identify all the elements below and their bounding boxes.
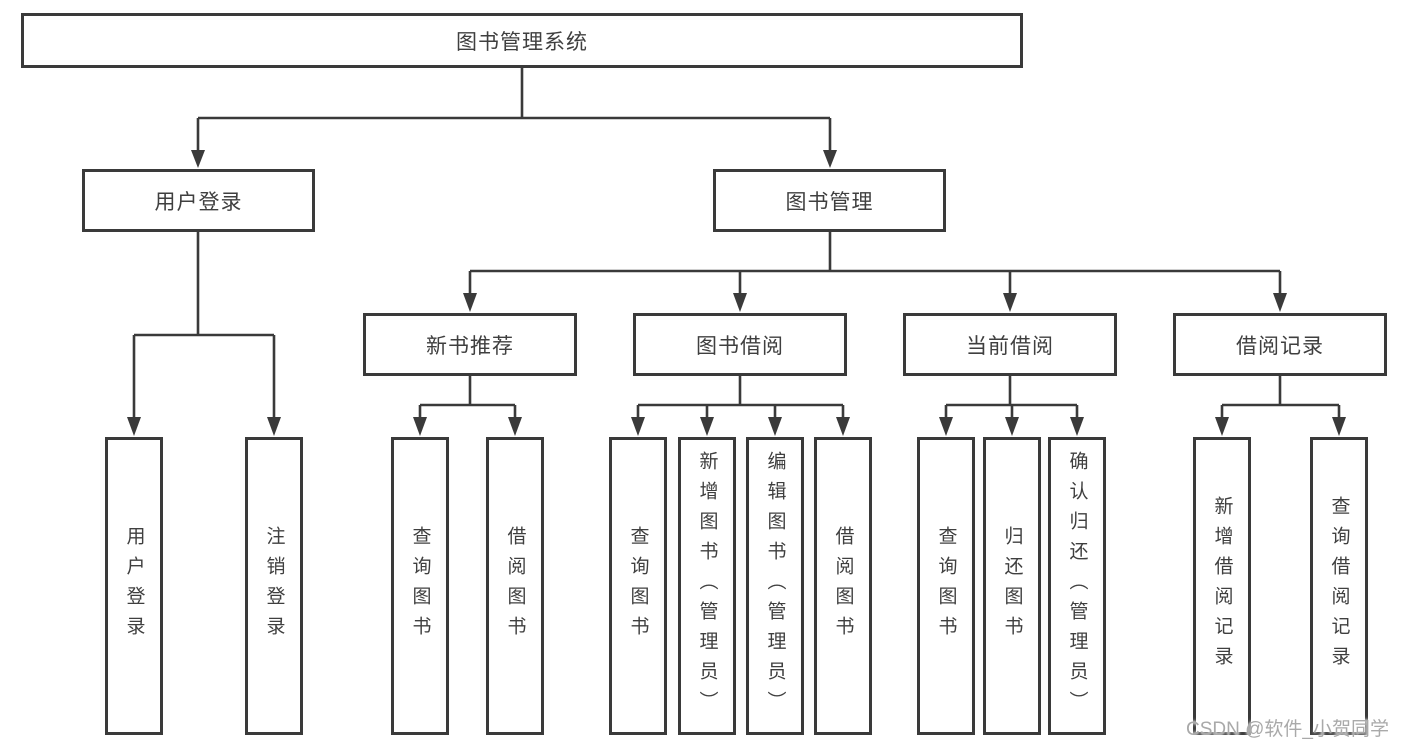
node-user-login-leaf: 用户登录	[105, 437, 163, 735]
watermark: CSDN @软件_小贺同学	[1186, 719, 1389, 740]
node-current-borrowing: 当前借阅	[903, 313, 1117, 376]
node-borrow-books-recommend: 借阅图书	[486, 437, 544, 735]
node-new-book-recommend: 新书推荐	[363, 313, 577, 376]
node-edit-book-admin: 编辑图书（管理员）	[746, 437, 804, 735]
node-query-books-borrowing: 查询图书	[609, 437, 667, 735]
connector-book-management-children	[463, 230, 1287, 312]
connector-user-login-children	[127, 230, 281, 436]
node-confirm-return-admin: 确认归还（管理员）	[1048, 437, 1106, 735]
node-logout: 注销登录	[245, 437, 303, 735]
connector-current-borrowing-children	[939, 374, 1084, 436]
node-query-borrow-record: 查询借阅记录	[1310, 437, 1368, 735]
node-borrowing-records: 借阅记录	[1173, 313, 1387, 376]
connector-root-to-level1	[191, 66, 837, 168]
node-book-borrowing: 图书借阅	[633, 313, 847, 376]
node-user-login: 用户登录	[82, 169, 315, 232]
node-query-books-current: 查询图书	[917, 437, 975, 735]
node-return-books: 归还图书	[983, 437, 1041, 735]
connector-new-book-recommend-children	[413, 374, 522, 436]
node-query-books-recommend: 查询图书	[391, 437, 449, 735]
node-book-management: 图书管理	[713, 169, 946, 232]
node-library-system: 图书管理系统	[21, 13, 1023, 68]
connector-book-borrowing-children	[631, 374, 850, 436]
node-borrow-books-borrowing: 借阅图书	[814, 437, 872, 735]
node-add-book-admin: 新增图书（管理员）	[678, 437, 736, 735]
connector-borrowing-records-children	[1215, 374, 1346, 436]
node-add-borrow-record: 新增借阅记录	[1193, 437, 1251, 735]
